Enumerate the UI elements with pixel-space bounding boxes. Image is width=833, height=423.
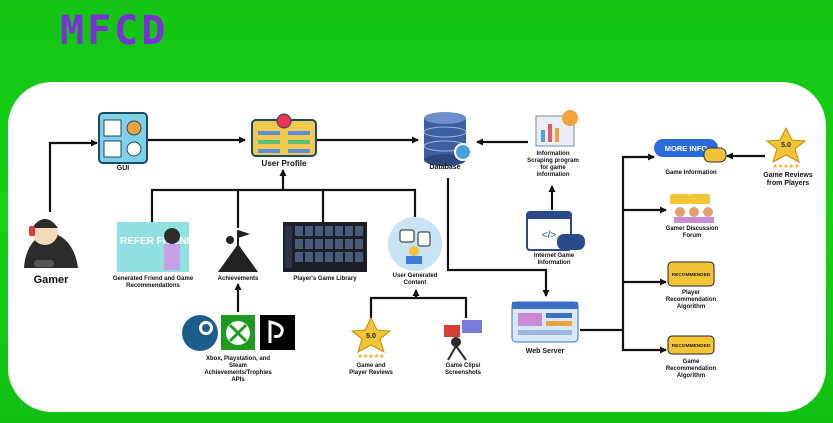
xbox-logo-icon bbox=[221, 315, 255, 350]
info-scraping-icon bbox=[535, 110, 578, 147]
platform-apis-label: Xbox, Playstation, and Steam Achievement… bbox=[204, 356, 272, 383]
discussion-forum-label: Gamer Discussion Forum bbox=[665, 226, 719, 239]
game-reviews-players-label: Game Reviews from Players bbox=[763, 172, 813, 188]
svg-text:5.0: 5.0 bbox=[781, 142, 791, 149]
more-info-badge: MORE INFO bbox=[654, 139, 727, 163]
steam-logo-icon bbox=[182, 315, 218, 351]
game-library-label: Player's Game Library bbox=[293, 276, 357, 282]
friend-recs-label: Generated Friend and Game Recommendation… bbox=[112, 276, 194, 289]
user-profile-icon bbox=[251, 113, 317, 157]
game-recommended-badge: RECOMMENDED bbox=[667, 335, 715, 355]
connectors bbox=[48, 136, 765, 354]
web-server-label: Web Server bbox=[525, 348, 565, 355]
brand-logo: MFCD bbox=[60, 8, 169, 54]
ugc-bus bbox=[369, 296, 468, 318]
arrow-webserver-gameinfo bbox=[580, 153, 655, 332]
gui-label: GUI bbox=[116, 165, 130, 172]
database-icon bbox=[423, 112, 472, 166]
svg-text:★★★★★: ★★★★★ bbox=[773, 163, 800, 170]
gui-icon bbox=[98, 112, 148, 164]
svg-text:RECOMMENDED: RECOMMENDED bbox=[672, 343, 711, 349]
clips-label: Game Clips/ Screenshots bbox=[444, 363, 481, 376]
database-label: Database bbox=[429, 164, 461, 171]
forum-icon bbox=[670, 194, 714, 223]
player-rec-algo-label: Player Recommendation Algorithm bbox=[665, 290, 717, 310]
arrow-gamer-gui bbox=[48, 139, 98, 212]
internet-info-label: Internet Game Information bbox=[533, 253, 575, 266]
game-player-reviews-label: Game and Player Reviews bbox=[349, 363, 393, 376]
svg-text:</>: </> bbox=[542, 230, 557, 241]
ugc-icon bbox=[388, 217, 442, 271]
gamer-label: Gamer bbox=[33, 274, 69, 286]
achievements-label: Achievements bbox=[217, 276, 259, 282]
info-scraping-label: Information Scraping program for game in… bbox=[527, 151, 579, 178]
game-rec-algo-label: Game Recommendation Algorithm bbox=[665, 359, 717, 379]
svg-text:5.0: 5.0 bbox=[366, 333, 376, 340]
game-library-image bbox=[283, 222, 367, 272]
rating-badge-icon: 5.0 ★★★★★ bbox=[765, 126, 807, 170]
achievements-icon bbox=[218, 230, 258, 272]
gamer-avatar-icon bbox=[24, 219, 78, 272]
user-profile-label: User Profile bbox=[261, 159, 307, 168]
clips-icon bbox=[444, 320, 482, 361]
arrow-webserver-game-algo bbox=[621, 330, 667, 354]
playstation-logo-icon bbox=[260, 315, 295, 350]
game-information-label: Game Information bbox=[665, 170, 717, 176]
rating-badge-icon: 5.0 ★★★★★ bbox=[350, 316, 392, 360]
ugc-label: User Generated Content bbox=[392, 273, 438, 286]
internet-info-icon: </> bbox=[526, 211, 585, 251]
profile-bus bbox=[150, 188, 417, 222]
svg-text:★★★★★: ★★★★★ bbox=[358, 353, 385, 360]
player-recommended-badge: RECOMMENDED bbox=[667, 261, 715, 287]
svg-text:MORE INFO: MORE INFO bbox=[665, 144, 708, 153]
svg-text:RECOMMENDED: RECOMMENDED bbox=[672, 272, 711, 278]
arrow-database-webserver bbox=[446, 178, 550, 297]
web-server-icon bbox=[511, 301, 579, 343]
svg-text:REFER FRIEND: REFER FRIEND bbox=[120, 236, 194, 247]
refer-friend-image: REFER FRIEND bbox=[117, 222, 194, 272]
